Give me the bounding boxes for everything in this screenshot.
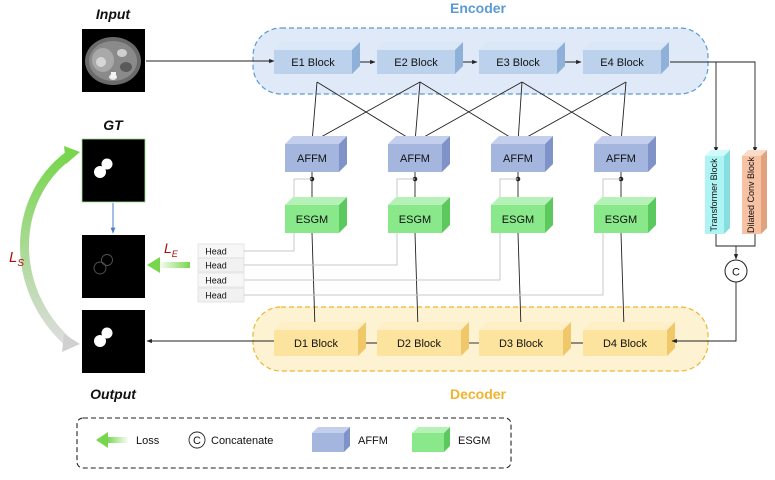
esgm-block-4-label: ESGM [605, 214, 637, 226]
affm-block-3: AFFM [491, 136, 553, 172]
enc-to-affm-line [516, 81, 523, 143]
decoder-block-1: D1 Block [274, 322, 366, 356]
affm-block-3-label: AFFM [503, 153, 533, 165]
encoder-block-1-label: E1 Block [291, 57, 335, 69]
affm-block-1: AFFM [285, 136, 347, 172]
input-label: Input [96, 6, 132, 22]
encoder-block-2-label: E2 Block [394, 57, 438, 69]
encoder-block-2: E2 Block [377, 42, 463, 74]
concat-node: C [724, 259, 748, 283]
svg-text:C: C [193, 435, 201, 447]
legend-affm-label: AFFM [358, 435, 388, 447]
dilated-label: Dilated Conv Block [746, 156, 756, 233]
le-loss-arrow [147, 257, 190, 273]
affm-block-1-label: AFFM [297, 153, 327, 165]
encoder-block-4-label: E4 Block [600, 57, 644, 69]
input-image [82, 29, 145, 92]
enc-to-affm-line [310, 81, 318, 143]
enc-to-affm-line [413, 81, 421, 143]
enc-to-affm-line [414, 81, 523, 143]
legend-loss-label: Loss [136, 435, 160, 447]
legend-loss-arrow [96, 432, 129, 448]
head-1: Head [197, 243, 245, 259]
esgm-block-3: ESGM [491, 197, 553, 233]
side-branch: Transformer Block Dilated Conv Block C [670, 61, 767, 344]
esgm-block-1: ESGM [285, 197, 347, 233]
output-label: Output [90, 386, 137, 402]
esgm-block-1-label: ESGM [296, 214, 328, 226]
head-label: Head [205, 261, 227, 271]
enc-to-affm-line [311, 81, 421, 143]
legend-concat-label: Concatenate [211, 435, 273, 447]
esgm-to-decoder-line [517, 232, 524, 329]
encoder-block-1: E1 Block [274, 42, 360, 74]
ls-label: LS [9, 249, 24, 269]
esgm-block-2-label: ESGM [399, 214, 431, 226]
decoder-block-1-label: D1 Block [294, 338, 339, 350]
head-2: Head [197, 257, 245, 273]
transformer-label: Transformer Block [709, 158, 719, 232]
affm-block-2: AFFM [388, 136, 450, 172]
encoder-title: Encoder [450, 0, 507, 16]
enc-to-affm-line [517, 81, 627, 143]
esgm-to-decoder-line [620, 232, 627, 329]
le-label: LE [164, 240, 179, 259]
head-4: Head [197, 287, 245, 303]
esgm-block-2: ESGM [388, 197, 450, 233]
gt-image [81, 138, 146, 203]
dilated-conv-block: Dilated Conv Block [742, 150, 767, 234]
decoder-block-2: D2 Block [377, 322, 469, 356]
gt-label: GT [103, 117, 124, 133]
decoder-title: Decoder [450, 386, 507, 402]
head-label: Head [205, 247, 227, 257]
legend-esgm-swatch [412, 427, 450, 452]
encoder-block-3: E3 Block [479, 42, 565, 74]
output-image [82, 310, 145, 373]
dot-to-head-line [244, 178, 621, 296]
decoder-block-4: D4 Block [583, 322, 675, 356]
encoder-block-4: E4 Block [583, 42, 669, 74]
affm-block-4-label: AFFM [606, 153, 636, 165]
svg-text:C: C [732, 267, 740, 279]
connectors [244, 59, 627, 346]
enc-to-affm-line [619, 81, 627, 143]
legend: Loss C Concatenate AFFM ESGM [76, 417, 512, 469]
encoder-block-3-label: E3 Block [496, 57, 540, 69]
head-label: Head [205, 276, 227, 286]
transformer-block: Transformer Block [705, 150, 730, 234]
legend-esgm-label: ESGM [458, 435, 490, 447]
affm-block-4: AFFM [594, 136, 656, 172]
head-label: Head [205, 291, 227, 301]
legend-concat-symbol: C [188, 431, 206, 449]
edge-image [82, 235, 145, 298]
legend-affm-swatch [312, 427, 350, 452]
decoder-block-2-label: D2 Block [397, 338, 442, 350]
decoder-block-4-label: D4 Block [603, 338, 648, 350]
esgm-block-3-label: ESGM [502, 214, 534, 226]
decoder-block-3: D3 Block [479, 322, 571, 356]
ls-loss-arrow [20, 146, 80, 352]
esgm-block-4: ESGM [594, 197, 656, 233]
head-3: Head [197, 272, 245, 288]
decoder-block-3-label: D3 Block [499, 338, 544, 350]
affm-block-2-label: AFFM [400, 153, 430, 165]
